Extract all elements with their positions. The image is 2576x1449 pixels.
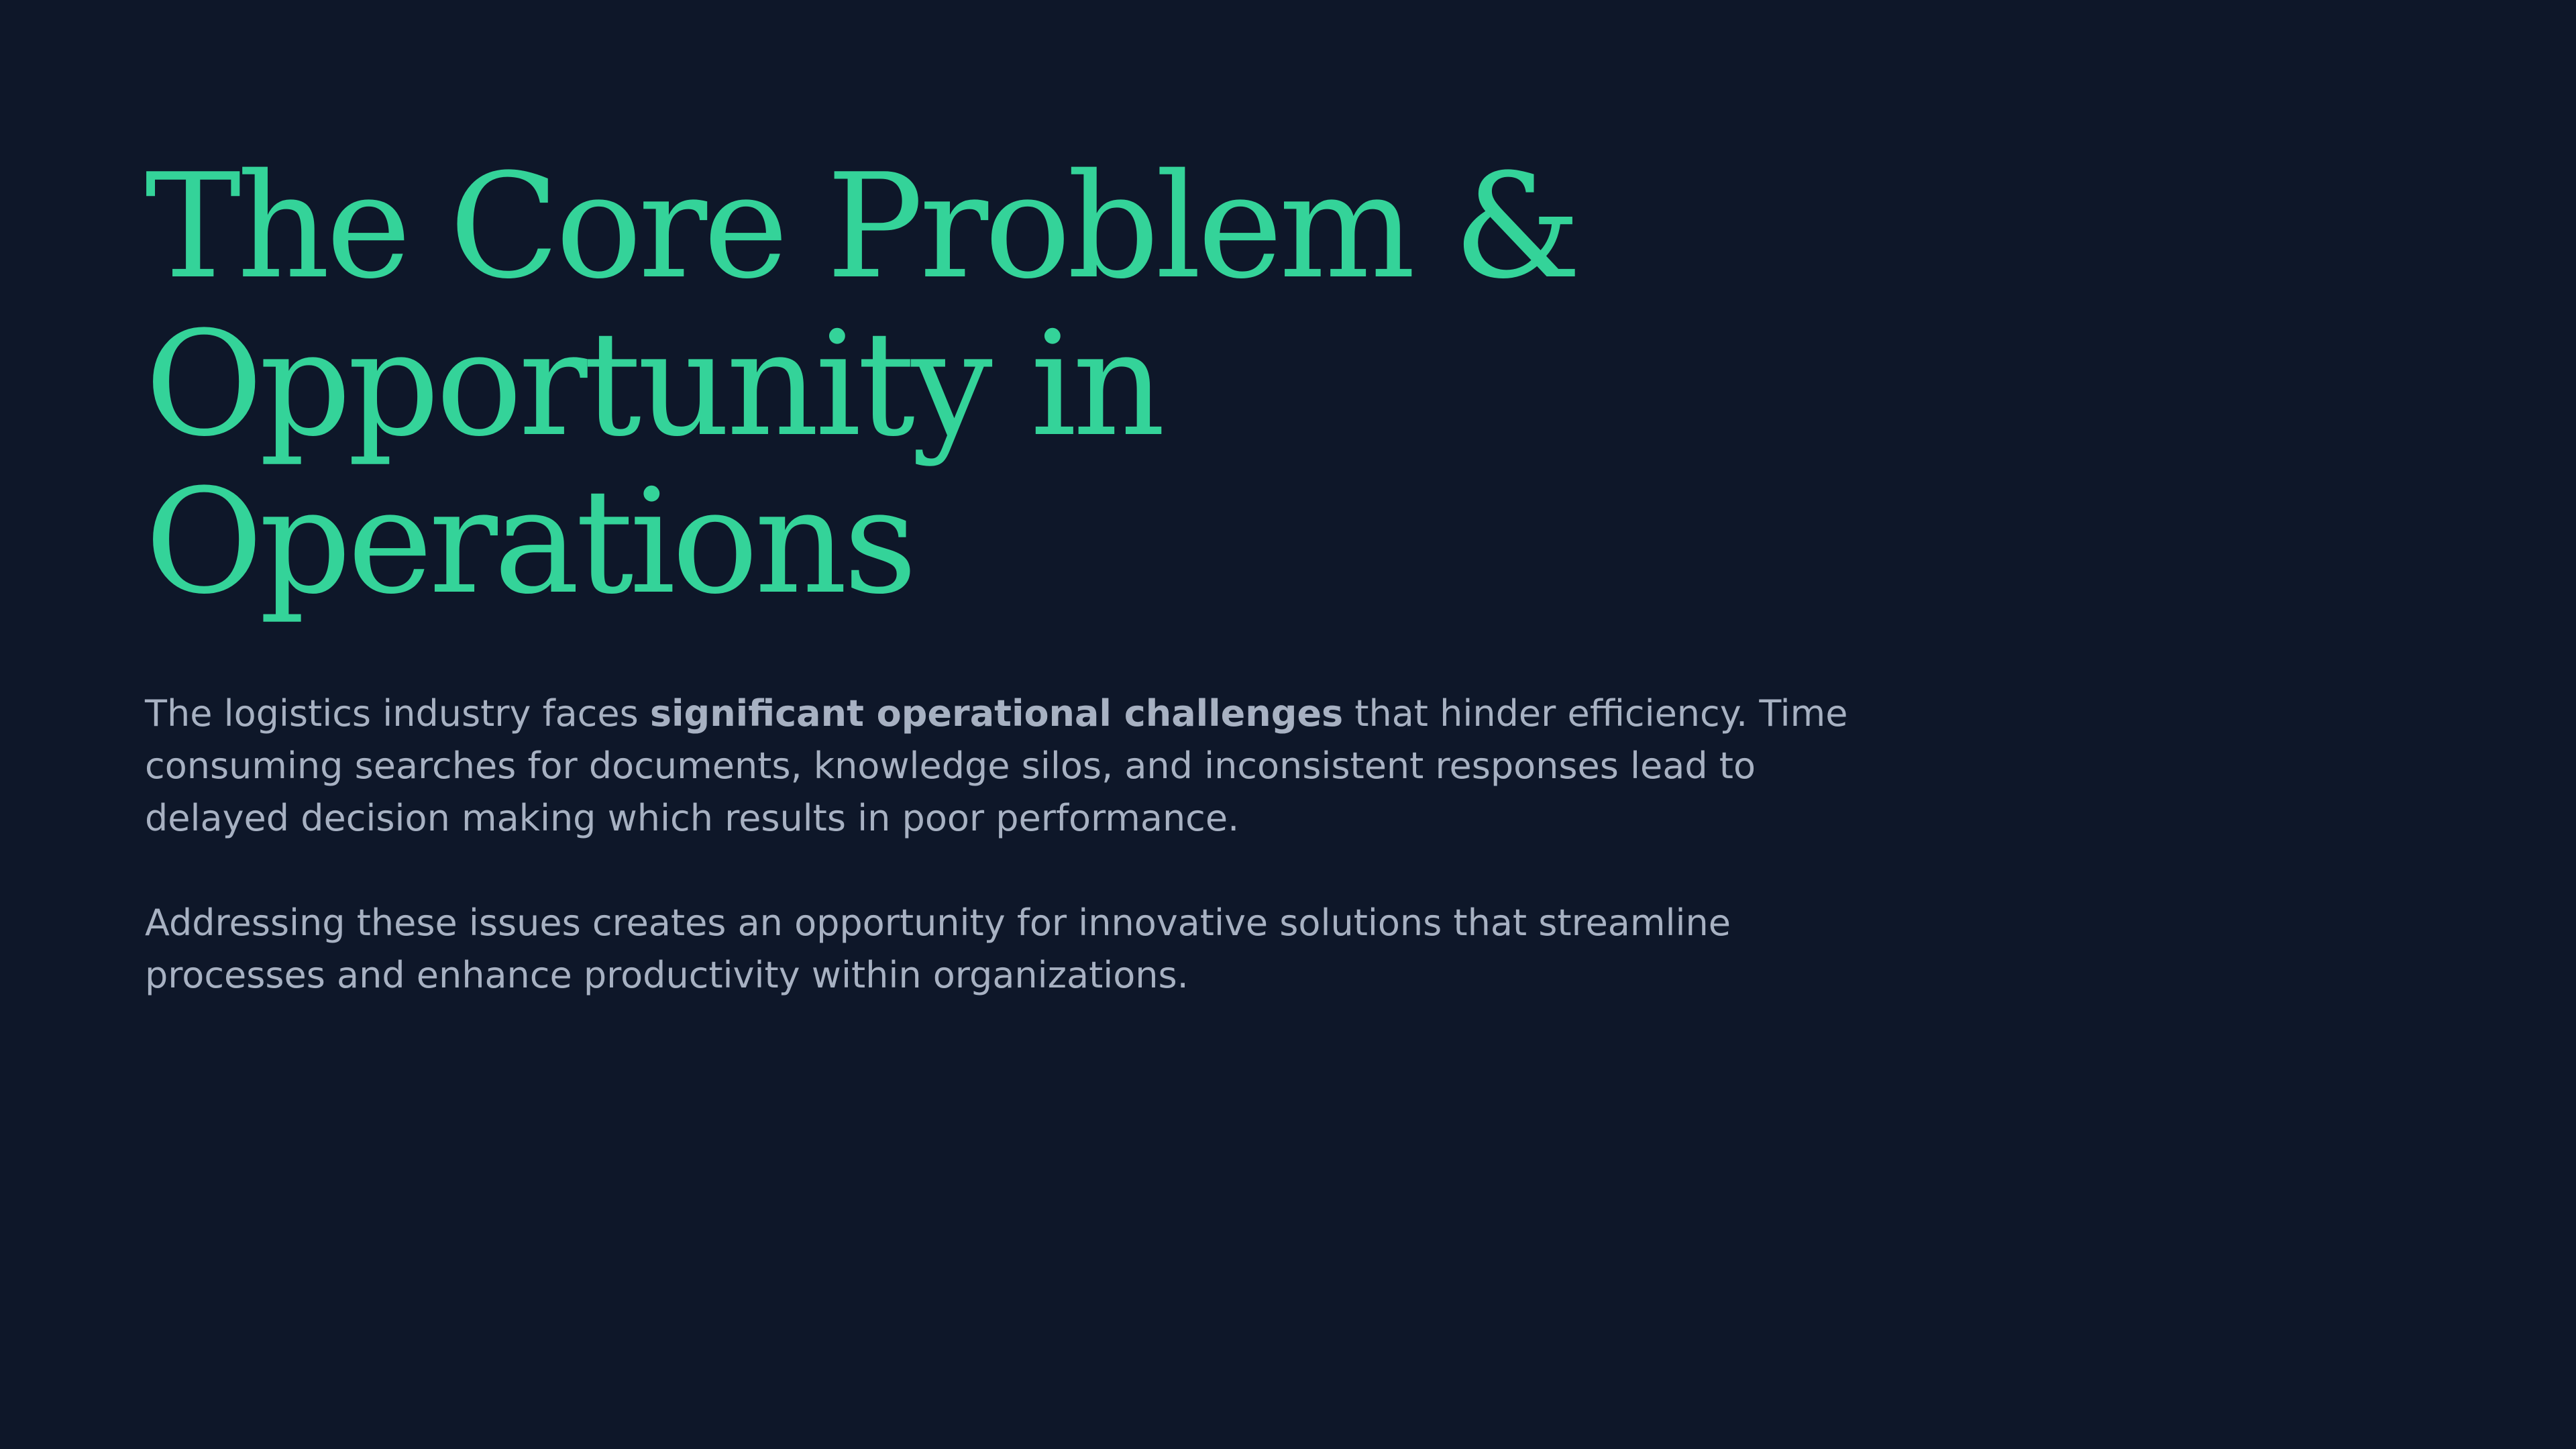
body-paragraph-2: Addressing these issues creates an oppor…: [145, 902, 1731, 996]
slide-content: The Core Problem & Opportunity in Operat…: [145, 148, 1916, 1002]
slide-title: The Core Problem & Opportunity in Operat…: [145, 142, 1582, 626]
paragraph-1-emphasis: significant operational challenges: [649, 692, 1344, 735]
slide-body: The logistics industry faces significant…: [145, 688, 1902, 1002]
paragraph-1-text-end: that hinder efficiency. Time consuming s…: [145, 692, 1848, 839]
body-paragraph-1: The logistics industry faces significant…: [145, 688, 1902, 845]
paragraph-1-text-start: The logistics industry faces: [145, 692, 650, 735]
